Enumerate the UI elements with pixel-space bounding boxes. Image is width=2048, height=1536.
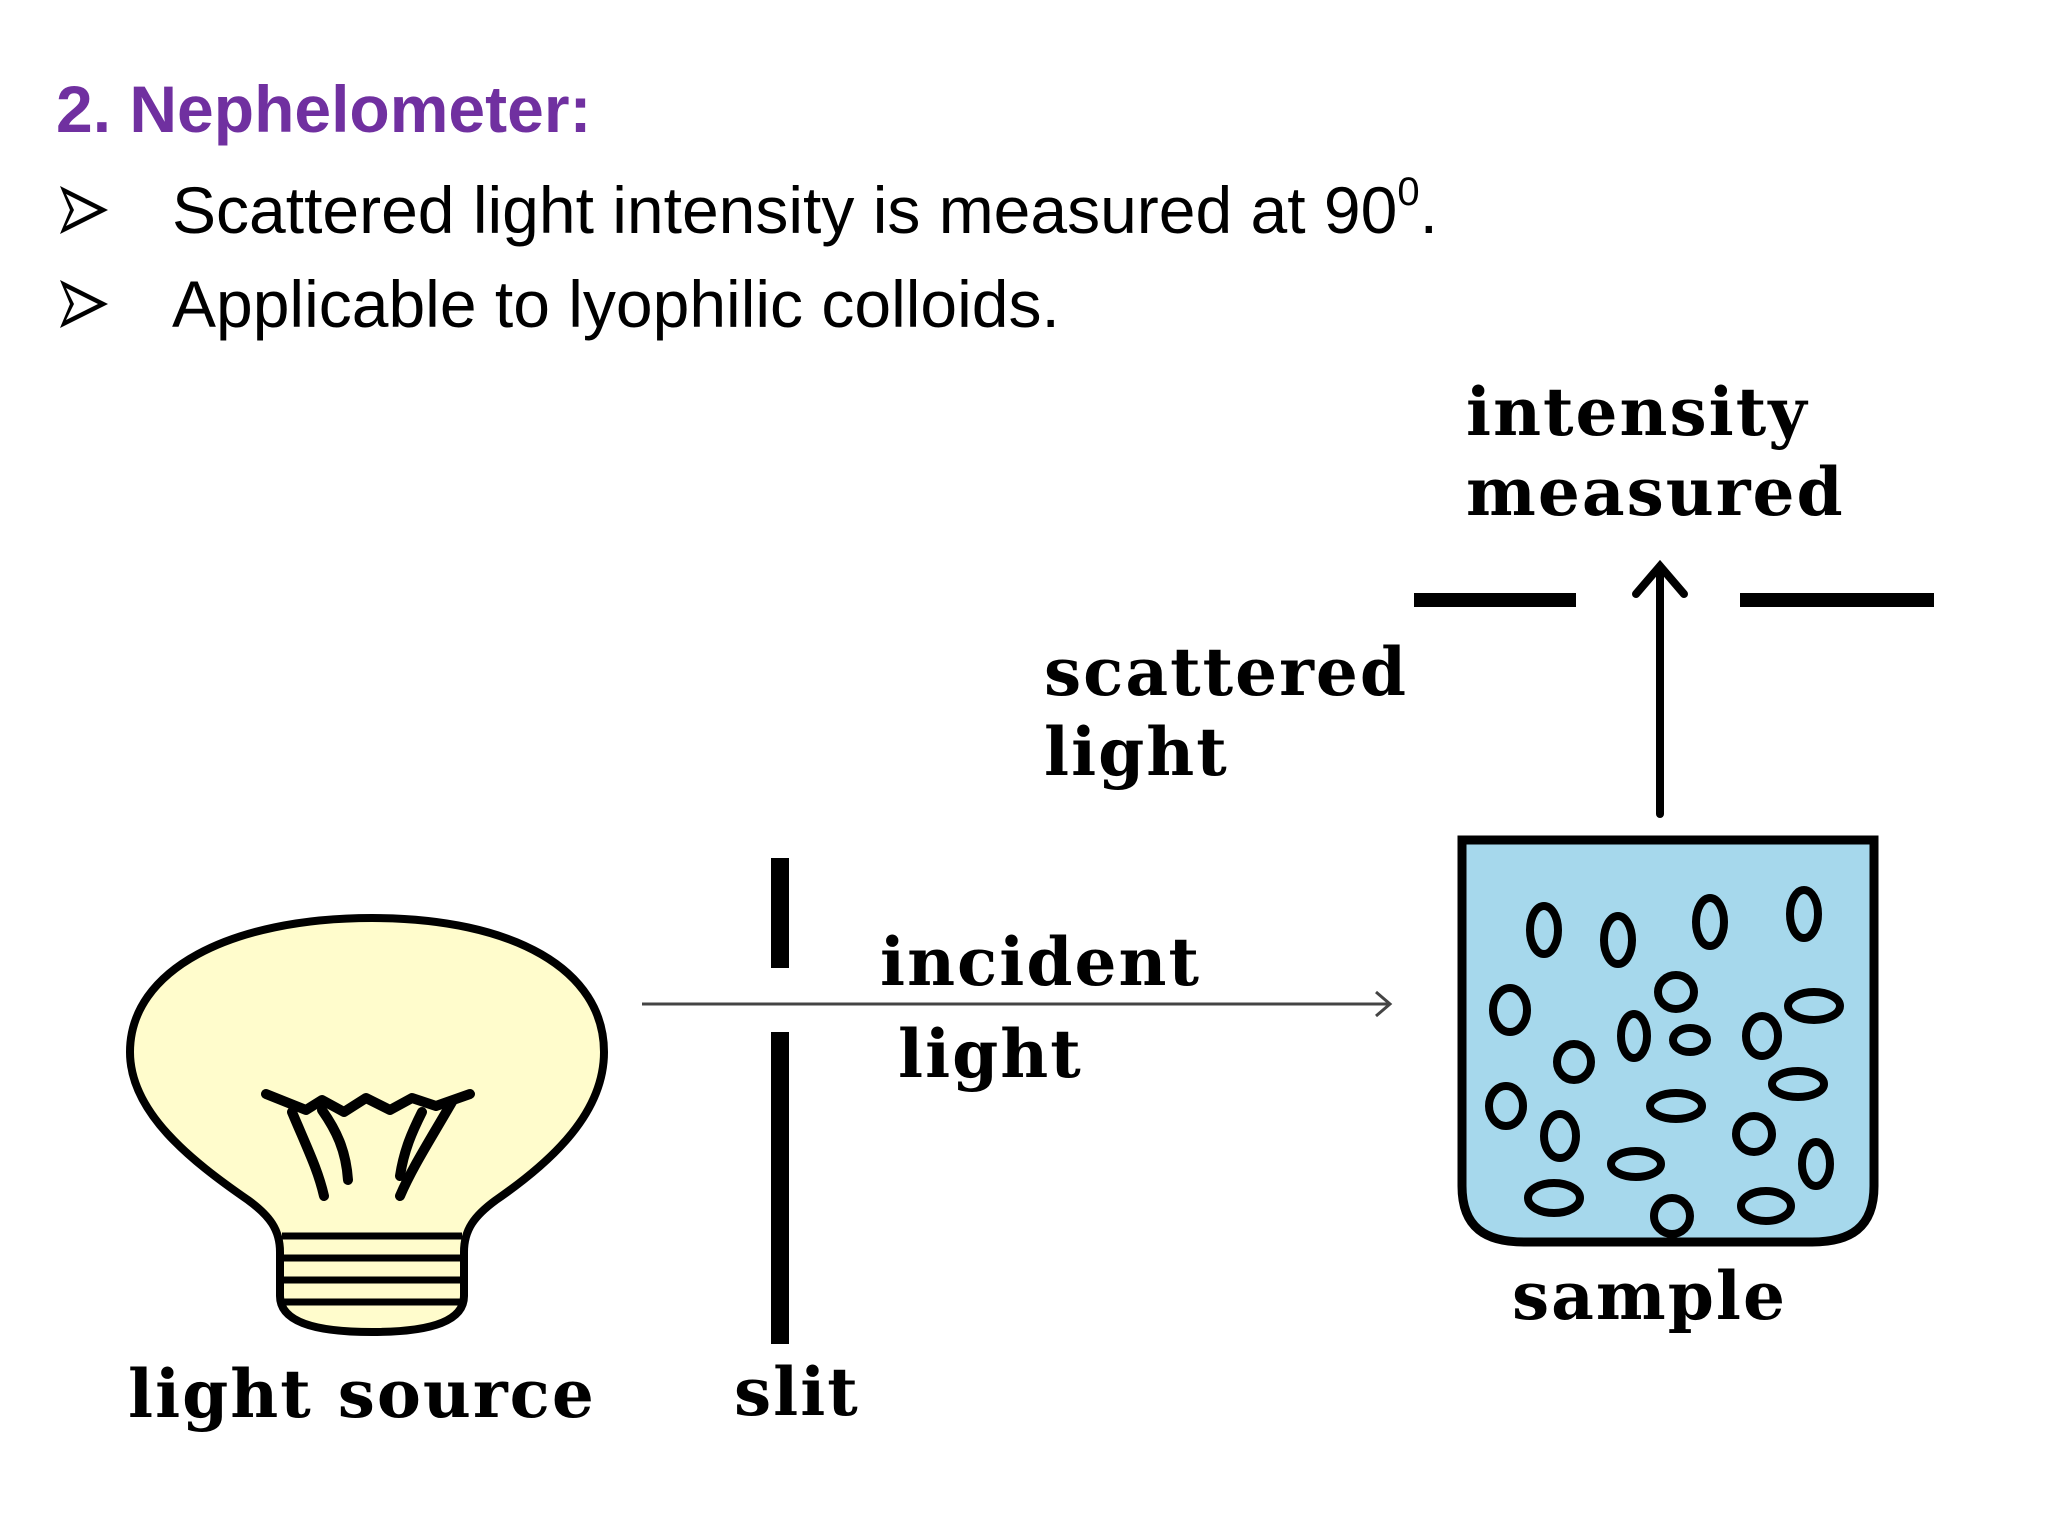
bullet-item-applicable: Applicable to lyophilic colloids. bbox=[56, 256, 1060, 352]
bullet-text: Applicable to lyophilic colloids. bbox=[172, 267, 1060, 341]
label-slit: slit bbox=[734, 1353, 860, 1431]
bullet-item-scattered: Scattered light intensity is measured at… bbox=[56, 162, 1438, 258]
label-scattered: scattered bbox=[1044, 633, 1408, 711]
light-bulb-icon bbox=[126, 914, 608, 1336]
label-incident-light: light bbox=[898, 1015, 1083, 1093]
sample-cuvette bbox=[1457, 835, 1879, 1247]
scattered-light-arrow bbox=[1632, 559, 1688, 818]
label-light-source: light source bbox=[128, 1355, 596, 1433]
degree-superscript: 0 bbox=[1397, 170, 1420, 214]
arrowhead-bullet-icon bbox=[56, 180, 172, 240]
label-incident: incident bbox=[880, 923, 1201, 1001]
label-measured: measured bbox=[1466, 453, 1845, 531]
label-scattered-light: light bbox=[1044, 713, 1229, 791]
slide-title: 2. Nephelometer: bbox=[56, 72, 592, 146]
label-intensity: intensity bbox=[1466, 373, 1809, 451]
incident-light-arrow bbox=[642, 990, 1393, 1018]
label-sample: sample bbox=[1512, 1257, 1787, 1335]
arrowhead-bullet-icon bbox=[56, 274, 172, 334]
colloid-particles bbox=[1485, 886, 1844, 1238]
bullet-text: Scattered light intensity is measured at… bbox=[172, 170, 1438, 247]
